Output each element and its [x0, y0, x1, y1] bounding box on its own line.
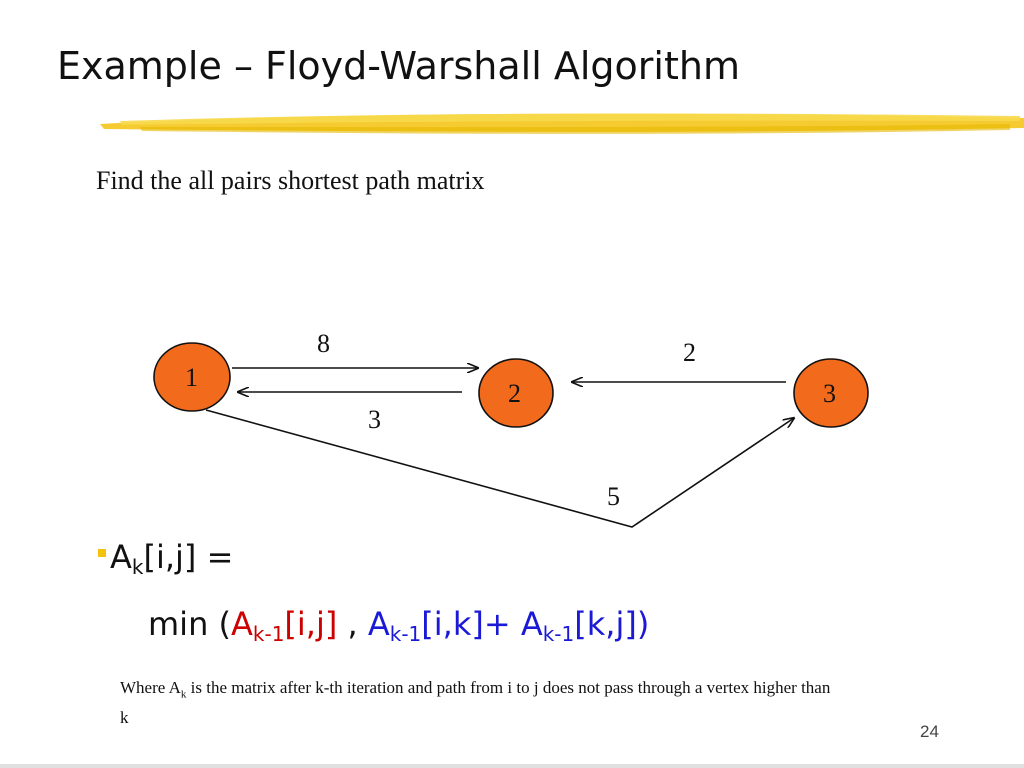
- term2-index: [i,k]+: [421, 605, 521, 643]
- matrix-symbol: A: [110, 538, 132, 576]
- page-number: 24: [920, 722, 939, 741]
- edge-1-3-weight: 5: [607, 482, 620, 511]
- term1-index: [i,j]: [284, 605, 338, 643]
- note-subscript: k: [180, 688, 187, 701]
- note-part2: is the matrix after k-th iteration and p…: [120, 678, 831, 728]
- term3-subscript: k-1: [542, 622, 575, 646]
- node-1: 1: [153, 342, 231, 412]
- footer-rule: [0, 764, 1024, 768]
- edge-1-3: [205, 409, 794, 528]
- node-3-label: 3: [823, 379, 836, 408]
- node-1-label: 1: [185, 363, 198, 392]
- slide-title: Example – Floyd-Warshall Algorithm: [57, 44, 740, 88]
- edge-2-1-weight: 3: [368, 405, 381, 434]
- term2-symbol: A: [367, 605, 390, 643]
- note-part1: Where A: [120, 678, 181, 697]
- explanation-note: Where Ak is the matrix after k-th iterat…: [120, 676, 840, 729]
- subtitle: Find the all pairs shortest path matrix: [96, 166, 485, 195]
- graph-diagram: 8 3 2 5 1 2 3: [153, 329, 869, 528]
- comma: ,: [337, 605, 368, 643]
- recurrence-lhs: Ak[i,j] =: [98, 538, 233, 579]
- lhs-index: [i,j] =: [143, 538, 234, 576]
- title-underline-brush: [100, 113, 1024, 134]
- term3-index: [k,j]): [574, 605, 650, 643]
- node-2: 2: [478, 358, 554, 428]
- bullet-icon: [98, 549, 106, 557]
- node-3: 3: [793, 358, 869, 428]
- term1-symbol: A: [231, 605, 253, 643]
- recurrence-rhs: min (Ak-1[i,j] , Ak-1[i,k]+ Ak-1[k,j]): [148, 605, 649, 646]
- matrix-subscript: k: [131, 555, 144, 579]
- term1-subscript: k-1: [252, 622, 285, 646]
- node-2-label: 2: [508, 379, 521, 408]
- edge-3-2-weight: 2: [683, 338, 696, 367]
- term3-symbol: A: [520, 605, 543, 643]
- term2-subscript: k-1: [389, 622, 422, 646]
- min-open: min (: [148, 605, 231, 643]
- edge-1-2-weight: 8: [317, 329, 330, 358]
